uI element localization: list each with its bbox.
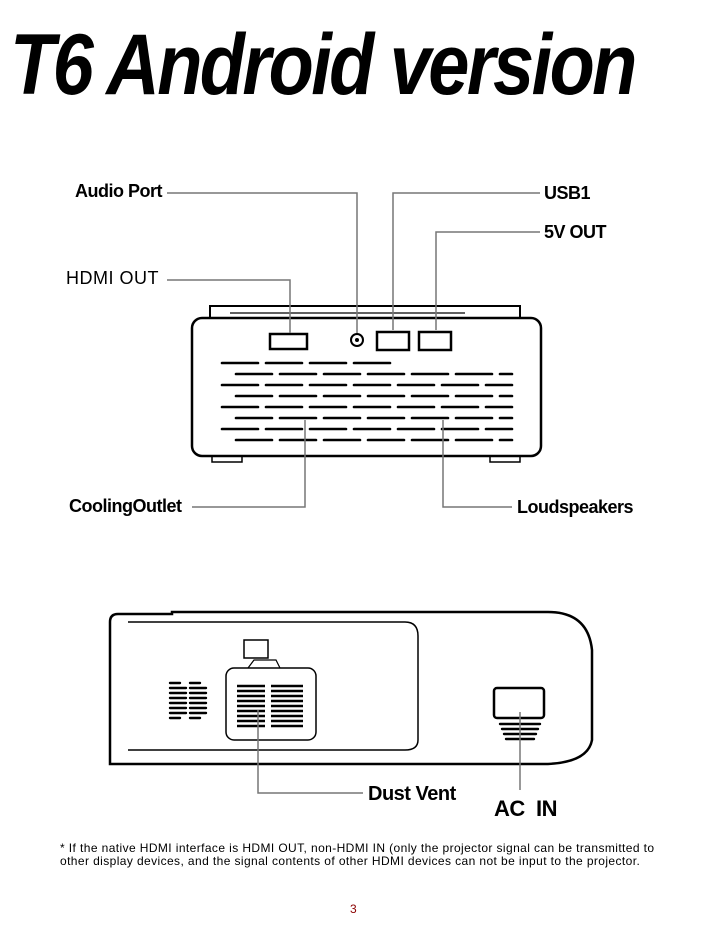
five-v-out-port bbox=[417, 330, 453, 352]
front-body bbox=[190, 316, 543, 458]
hdmi-out-label: HDMI OUT bbox=[66, 268, 159, 288]
projector-side-view bbox=[108, 610, 594, 766]
projector-front-view bbox=[190, 305, 543, 463]
side-panel-tab bbox=[243, 639, 269, 659]
front-vent-slots bbox=[220, 361, 514, 442]
page-number: 3 bbox=[350, 902, 357, 916]
side-vent-slots bbox=[168, 681, 208, 720]
ac-in-label: AC IN bbox=[494, 796, 558, 821]
dust-vent-slots bbox=[237, 684, 303, 728]
dust-vent-panel bbox=[225, 667, 317, 741]
dust-vent-label: Dust Vent bbox=[368, 783, 456, 805]
leader-lines bbox=[167, 192, 540, 794]
usb1-label: USB1 bbox=[544, 183, 591, 203]
five-v-out-label: 5V OUT bbox=[544, 222, 607, 242]
cooling-outlet-label: CoolingOutlet bbox=[69, 496, 182, 516]
loudspeakers-label: Loudspeakers bbox=[517, 497, 634, 517]
page-title: T6 Android version bbox=[10, 17, 637, 113]
ac-in-port bbox=[492, 686, 546, 720]
audio-port bbox=[350, 333, 364, 347]
hdmi-out-port bbox=[268, 332, 309, 351]
audio-port-label: Audio Port bbox=[75, 181, 163, 201]
usb1-port bbox=[375, 330, 411, 352]
footnote: * If the native HDMI interface is HDMI O… bbox=[60, 841, 655, 868]
